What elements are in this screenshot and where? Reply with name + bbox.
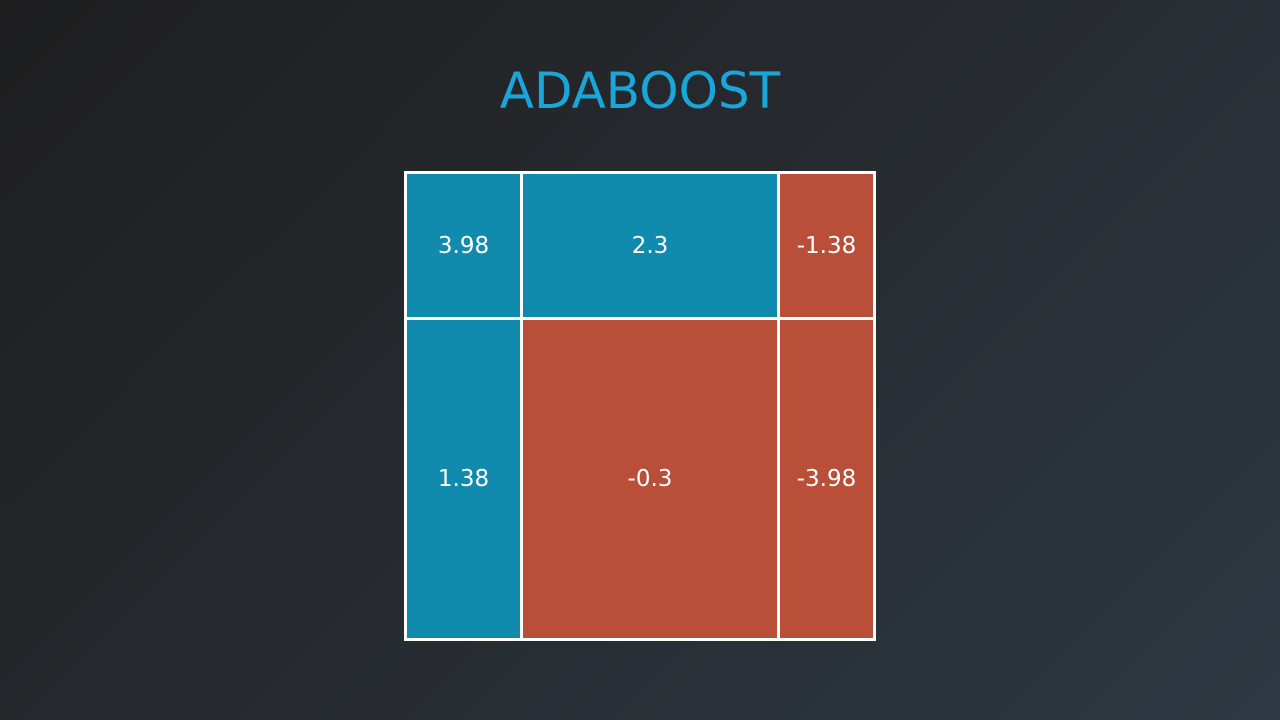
region-cell-top-middle: 2.3 — [523, 174, 777, 317]
adaboost-region-grid: 3.98 2.3 -1.38 1.38 -0.3 -3.98 — [404, 171, 876, 641]
region-cell-top-left: 3.98 — [407, 174, 520, 317]
region-cell-bottom-left: 1.38 — [407, 320, 520, 638]
region-cell-top-right: -1.38 — [780, 174, 873, 317]
region-cell-bottom-right: -3.98 — [780, 320, 873, 638]
region-cell-bottom-middle: -0.3 — [523, 320, 777, 638]
slide-title: ADABOOST — [499, 62, 781, 120]
